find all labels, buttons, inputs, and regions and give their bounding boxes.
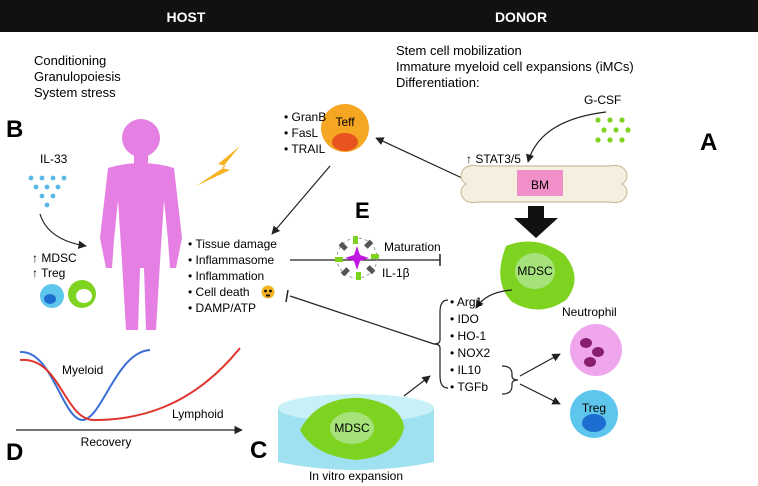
teff-effector: • TRAIL	[284, 142, 326, 156]
host-mdsc-cell-icon	[68, 280, 96, 308]
mechanism-item: • IL10	[450, 363, 481, 377]
lightning-bolt-icon	[196, 146, 240, 186]
gcsf-dots-icon	[595, 117, 631, 143]
gcsf-arrow	[526, 111, 607, 163]
targets-bracket	[501, 365, 519, 395]
gcsf-label: G-CSF	[584, 93, 621, 107]
effect-item: • Cell death	[188, 285, 250, 299]
bm-to-teff-arrow	[375, 137, 463, 179]
mechanism-item: • Arg1	[450, 295, 483, 309]
teff-to-effects-arrow	[271, 165, 331, 235]
mechanism-item: • TGFb	[450, 380, 488, 394]
teff-effector: • GranB	[284, 110, 326, 124]
mechanisms-bracket	[433, 299, 449, 389]
mdsc-inhibition-line	[289, 295, 435, 345]
host-note: Conditioning	[34, 53, 106, 68]
panel-letter-c: C	[250, 437, 267, 464]
host-effects-list: • Tissue damage • Inflammasome • Inflamm…	[188, 237, 277, 315]
donor-mdsc-cell-icon	[500, 241, 575, 310]
mechanism-item: • HO-1	[450, 329, 487, 343]
il33-dots-icon	[28, 175, 67, 208]
panel-letter-d: D	[6, 439, 23, 466]
recovery-label: Recovery	[81, 435, 132, 449]
bone-marrow-icon	[460, 164, 628, 204]
maturation-label: Maturation	[384, 240, 441, 254]
il1b-label: IL-1β	[382, 266, 410, 280]
panel-letter-e: E	[355, 198, 370, 223]
host-note: System stress	[34, 85, 116, 100]
donor-mdsc-label: MDSC	[517, 264, 553, 278]
donor-note: Immature myeloid cell expansions (iMCs)	[396, 59, 634, 74]
panel-letter-b: B	[6, 116, 23, 143]
treg-cell-icon	[570, 390, 618, 438]
mdsc-mechanisms-list: • Arg1 • IDO • HO-1 • NOX2 • IL10 • TGFb	[450, 295, 491, 394]
il33-arrow	[39, 213, 87, 249]
effect-item: • Tissue damage	[188, 237, 277, 251]
inflammasome-icon	[335, 236, 379, 280]
effect-item: • Inflammation	[188, 269, 264, 283]
donor-notes: Stem cell mobilization Immature myeloid …	[396, 43, 634, 90]
donor-note: Stem cell mobilization	[396, 43, 522, 58]
neutrophil-cell-icon	[570, 324, 622, 376]
lymphoid-curve	[19, 347, 241, 422]
lymphoid-label: Lymphoid	[172, 407, 224, 421]
neutrophil-label: Neutrophil	[562, 305, 617, 319]
culture-dish-icon	[278, 394, 434, 470]
treg-label: Treg	[582, 401, 606, 415]
teff-effector: • FasL	[284, 126, 319, 140]
host-body-icon	[100, 119, 182, 330]
il33-label: IL-33	[40, 152, 68, 166]
host-note: Granulopoiesis	[34, 69, 121, 84]
mechanism-item: • NOX2	[450, 346, 491, 360]
dish-to-mechanisms-arrow	[403, 375, 431, 397]
teff-cell-icon	[321, 104, 369, 152]
host-treg-cell-icon	[40, 284, 64, 308]
host-title: HOST	[167, 9, 206, 25]
myeloid-curve	[19, 349, 151, 422]
to-treg-arrow	[519, 383, 561, 405]
header-bar	[0, 0, 758, 32]
mdsc-increase-label: ↑ MDSC	[32, 251, 77, 265]
panel-letter-a: A	[700, 129, 717, 156]
dish-mdsc-label: MDSC	[334, 421, 370, 435]
differentiation-arrow-icon	[514, 206, 558, 238]
teff-label: Teff	[335, 115, 355, 129]
to-neutrophil-arrow	[519, 353, 561, 377]
effect-item: • DAMP/ATP	[188, 301, 256, 315]
host-notes: Conditioning Granulopoiesis System stres…	[34, 53, 121, 100]
effect-item: • Inflammasome	[188, 253, 275, 267]
stat-label: ↑ STAT3/5	[466, 152, 521, 166]
treg-increase-label: ↑ Treg	[32, 266, 65, 280]
in-vitro-caption: In vitro expansion	[309, 469, 403, 483]
myeloid-label: Myeloid	[62, 363, 103, 377]
mechanism-item: • IDO	[450, 312, 479, 326]
donor-title: DONOR	[495, 9, 547, 25]
bm-label: BM	[531, 178, 549, 192]
mdsc-inhibition-bar	[285, 289, 289, 303]
skull-icon	[261, 285, 275, 299]
donor-note: Differentiation:	[396, 75, 480, 90]
mdsc-to-mechanisms-arrow	[475, 289, 513, 309]
